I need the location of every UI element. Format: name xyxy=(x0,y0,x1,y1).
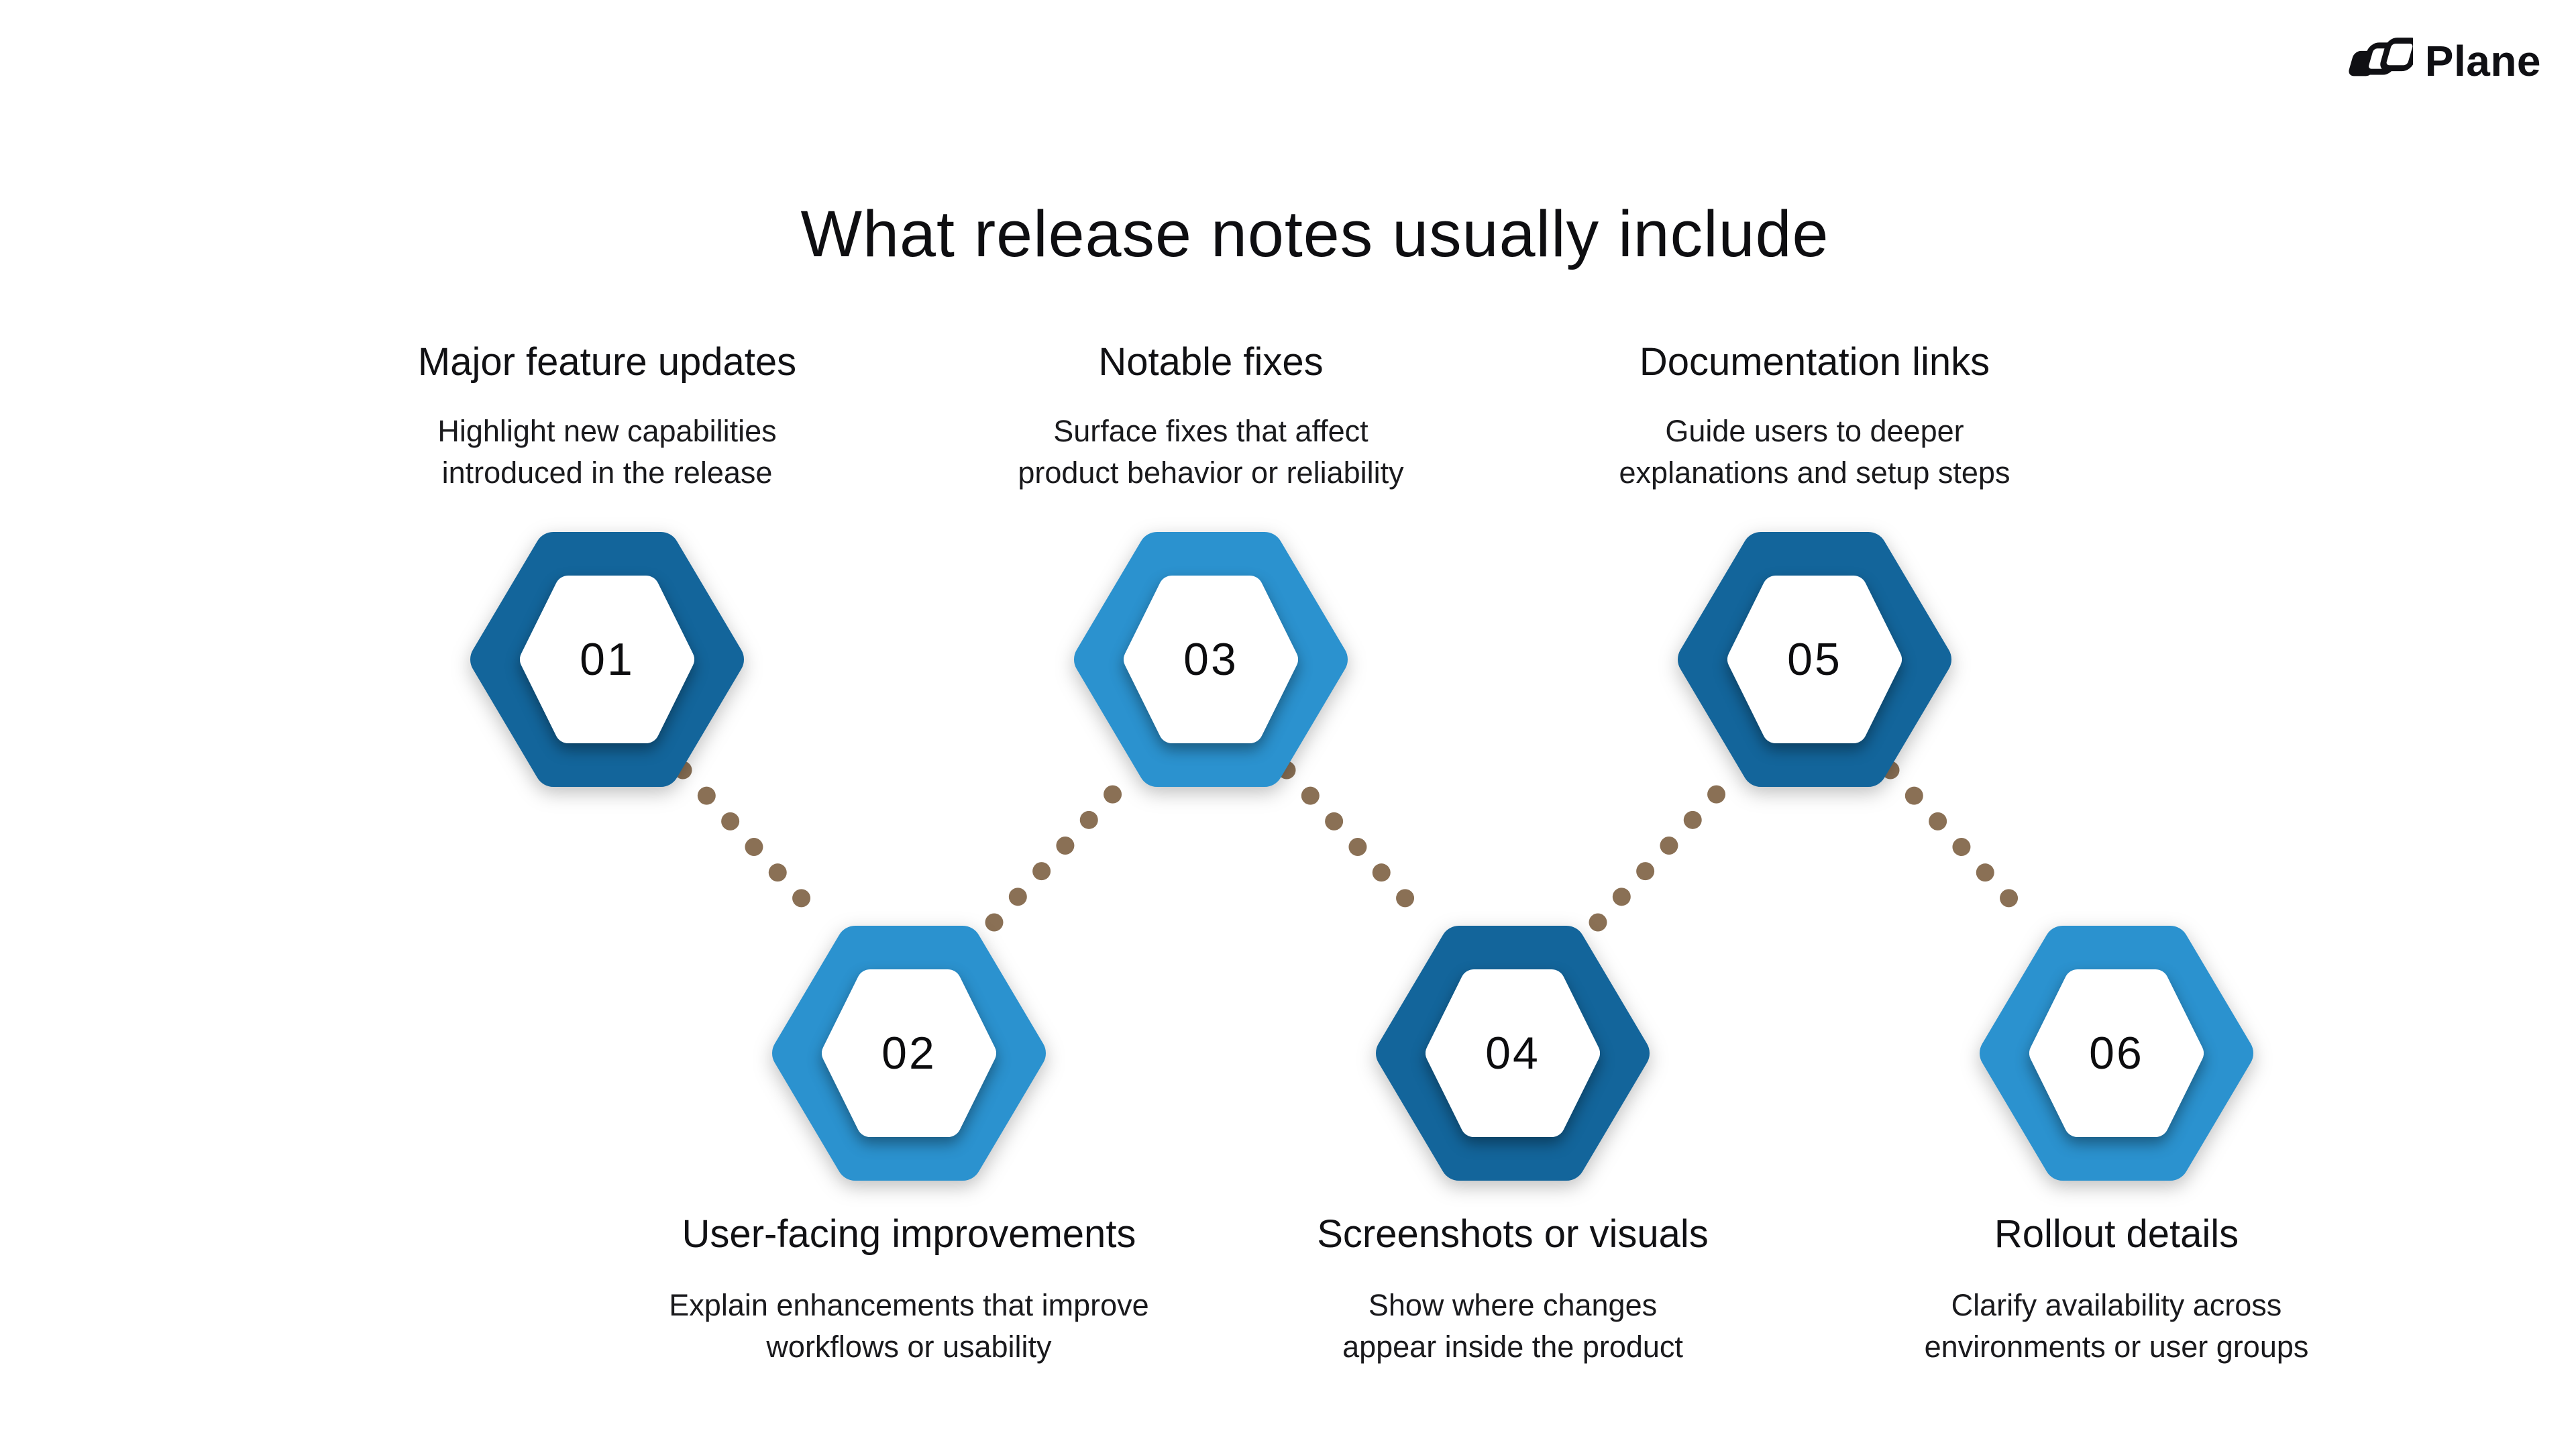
page-title: What release notes usually include xyxy=(800,197,1829,270)
plane-logo-icon xyxy=(2349,38,2413,76)
dotted-connector xyxy=(1589,761,1748,932)
hexagon-icon xyxy=(1678,532,1951,787)
hexagon-icon xyxy=(1074,532,1348,787)
step-number: 02 xyxy=(881,1028,936,1079)
hexagon-icon xyxy=(772,926,1046,1181)
step-node-01: Major feature updates Highlight new capa… xyxy=(305,339,909,787)
step-node-02: 02 User-facing improvements Explain enha… xyxy=(607,926,1211,1368)
step-number: 03 xyxy=(1183,634,1238,685)
plane-logo-text: Plane xyxy=(2424,37,2541,85)
step-hexagon: 01 xyxy=(466,532,748,787)
hexagon-icon xyxy=(1980,926,2253,1181)
step-number: 01 xyxy=(580,634,635,685)
step-node-05: Documentation links Guide users to deepe… xyxy=(1513,339,2116,787)
dotted-connector xyxy=(1277,761,1437,932)
dotted-connector xyxy=(1881,761,2041,932)
step-title: Major feature updates xyxy=(417,340,797,384)
plane-logo: Plane xyxy=(2346,36,2541,86)
step-hexagon: 06 xyxy=(1976,926,2257,1181)
dotted-connector xyxy=(674,761,833,932)
hexagon-icon xyxy=(470,532,744,787)
step-description: Explain enhancements that improve workfl… xyxy=(669,1288,1149,1364)
step-title: Rollout details xyxy=(1994,1212,2239,1256)
step-number: 04 xyxy=(1485,1028,1540,1079)
step-node-06: 06 Rollout details Clarify availability … xyxy=(1815,926,2418,1368)
step-hexagon: 05 xyxy=(1674,532,1955,787)
step-hexagon: 03 xyxy=(1070,532,1352,787)
step-title: Notable fixes xyxy=(1098,340,1324,384)
step-description: Guide users to deeper explanations and s… xyxy=(1619,414,2010,490)
step-hexagon: 02 xyxy=(768,926,1050,1181)
dotted-connector xyxy=(985,761,1144,932)
step-description: Highlight new capabilities introduced in… xyxy=(437,414,777,490)
step-node-03: Notable fixes Surface fixes that affect … xyxy=(909,339,1513,787)
step-title: User-facing improvements xyxy=(682,1212,1136,1256)
hexagon-icon xyxy=(1376,926,1650,1181)
step-hexagon: 04 xyxy=(1372,926,1654,1181)
step-number: 05 xyxy=(1787,634,1842,685)
step-description: Clarify availability across environments… xyxy=(1924,1288,2309,1364)
step-description: Show where changes appear inside the pro… xyxy=(1342,1288,1683,1364)
step-description: Surface fixes that affect product behavi… xyxy=(1018,414,1404,490)
step-number: 06 xyxy=(2089,1028,2144,1079)
step-node-04: 04 Screenshots or visuals Show where cha… xyxy=(1211,926,1815,1368)
step-title: Documentation links xyxy=(1639,340,1990,384)
step-title: Screenshots or visuals xyxy=(1317,1212,1709,1256)
